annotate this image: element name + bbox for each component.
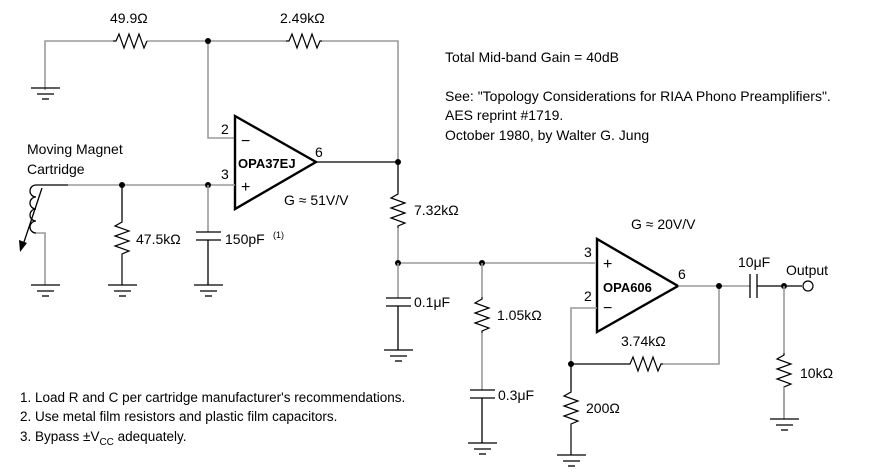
label-c-150p: 150pF — [225, 231, 265, 247]
ground-symbol — [770, 418, 799, 431]
note-3-sub: CC — [99, 437, 113, 448]
label-c-150p-note: (1) — [273, 230, 284, 240]
opa606-pin2: 2 — [584, 288, 592, 304]
label-c-0u3: 0.3μF — [498, 387, 534, 403]
ground-symbol — [194, 284, 223, 297]
label-r-2k49: 2.49kΩ — [280, 10, 325, 26]
note-2: 2. Use metal film resistors and plastic … — [20, 409, 337, 424]
resistor-10k — [775, 353, 793, 419]
resistor-49r9 — [113, 32, 148, 50]
capacitor-0u1 — [386, 297, 411, 307]
cartridge-inductor-icon — [19, 184, 68, 285]
cartridge-label-1: Moving Magnet — [27, 141, 123, 157]
ground-symbol — [31, 87, 60, 100]
label-r-47k5: 47.5kΩ — [136, 231, 181, 247]
reference-line-2: AES reprint #1719. — [445, 107, 563, 123]
label-c-10u: 10μF — [738, 254, 770, 270]
resistor-200r — [562, 390, 580, 455]
opa37-name: OPA37EJ — [238, 156, 296, 171]
ground-symbol — [31, 284, 60, 297]
note-3-prefix: 3. Bypass ±V — [20, 429, 99, 444]
opa37-gain: G ≈ 51V/V — [284, 192, 349, 208]
opa606-gain: G ≈ 20V/V — [631, 216, 696, 232]
capacitor-150p — [196, 231, 221, 241]
label-r-49r9: 49.9Ω — [110, 10, 148, 26]
label-r-7k32: 7.32kΩ — [414, 202, 459, 218]
reference-line-3: October 1980, by Walter G. Jung — [445, 127, 649, 143]
note-3: 3. Bypass ±VCC adequately. — [20, 429, 186, 448]
junction-dot — [716, 283, 722, 289]
resistor-7k32 — [389, 192, 407, 228]
ground-symbol — [557, 454, 586, 467]
opa37-pin6: 6 — [315, 144, 323, 160]
junction-dot — [205, 38, 211, 44]
opa606-minus: − — [603, 300, 612, 317]
opamp-opa37ej — [233, 113, 319, 212]
opa37-plus: + — [241, 179, 250, 196]
resistor-47k5 — [113, 220, 131, 285]
label-c-0u1: 0.1μF — [414, 294, 450, 310]
reference-line-1: See: "Topology Considerations for RIAA P… — [445, 88, 831, 104]
label-r-200r: 200Ω — [586, 400, 620, 416]
label-r-1k05: 1.05kΩ — [497, 307, 542, 323]
output-terminal — [802, 280, 814, 292]
resistor-3k74 — [628, 355, 663, 373]
ground-symbol — [468, 442, 497, 455]
opa37-pin2: 2 — [221, 121, 229, 137]
opa37-pin3: 3 — [221, 166, 229, 182]
capacitor-0u3 — [470, 389, 495, 399]
label-r-10k: 10kΩ — [800, 365, 833, 381]
total-gain-text: Total Mid-band Gain = 40dB — [445, 49, 619, 65]
opa606-name: OPA606 — [603, 280, 652, 295]
note-3-suffix: adequately. — [114, 429, 187, 444]
capacitor-10u — [749, 274, 758, 298]
ground-symbol — [108, 284, 137, 297]
wire-feedback-top — [44, 40, 399, 162]
label-r-3k74: 3.74kΩ — [621, 333, 666, 349]
ground-symbol — [384, 349, 413, 362]
resistor-2k49 — [286, 32, 322, 50]
opa606-pin6: 6 — [678, 266, 686, 282]
opa606-plus: + — [603, 256, 612, 273]
opamp-opa606 — [595, 236, 681, 335]
cartridge-label-2: Cartridge — [27, 161, 85, 177]
opa37-minus: − — [241, 133, 250, 150]
output-label: Output — [786, 262, 828, 278]
resistor-1k05 — [473, 297, 491, 333]
note-1: 1. Load R and C per cartridge manufactur… — [20, 390, 405, 405]
opa606-pin3: 3 — [584, 244, 592, 260]
